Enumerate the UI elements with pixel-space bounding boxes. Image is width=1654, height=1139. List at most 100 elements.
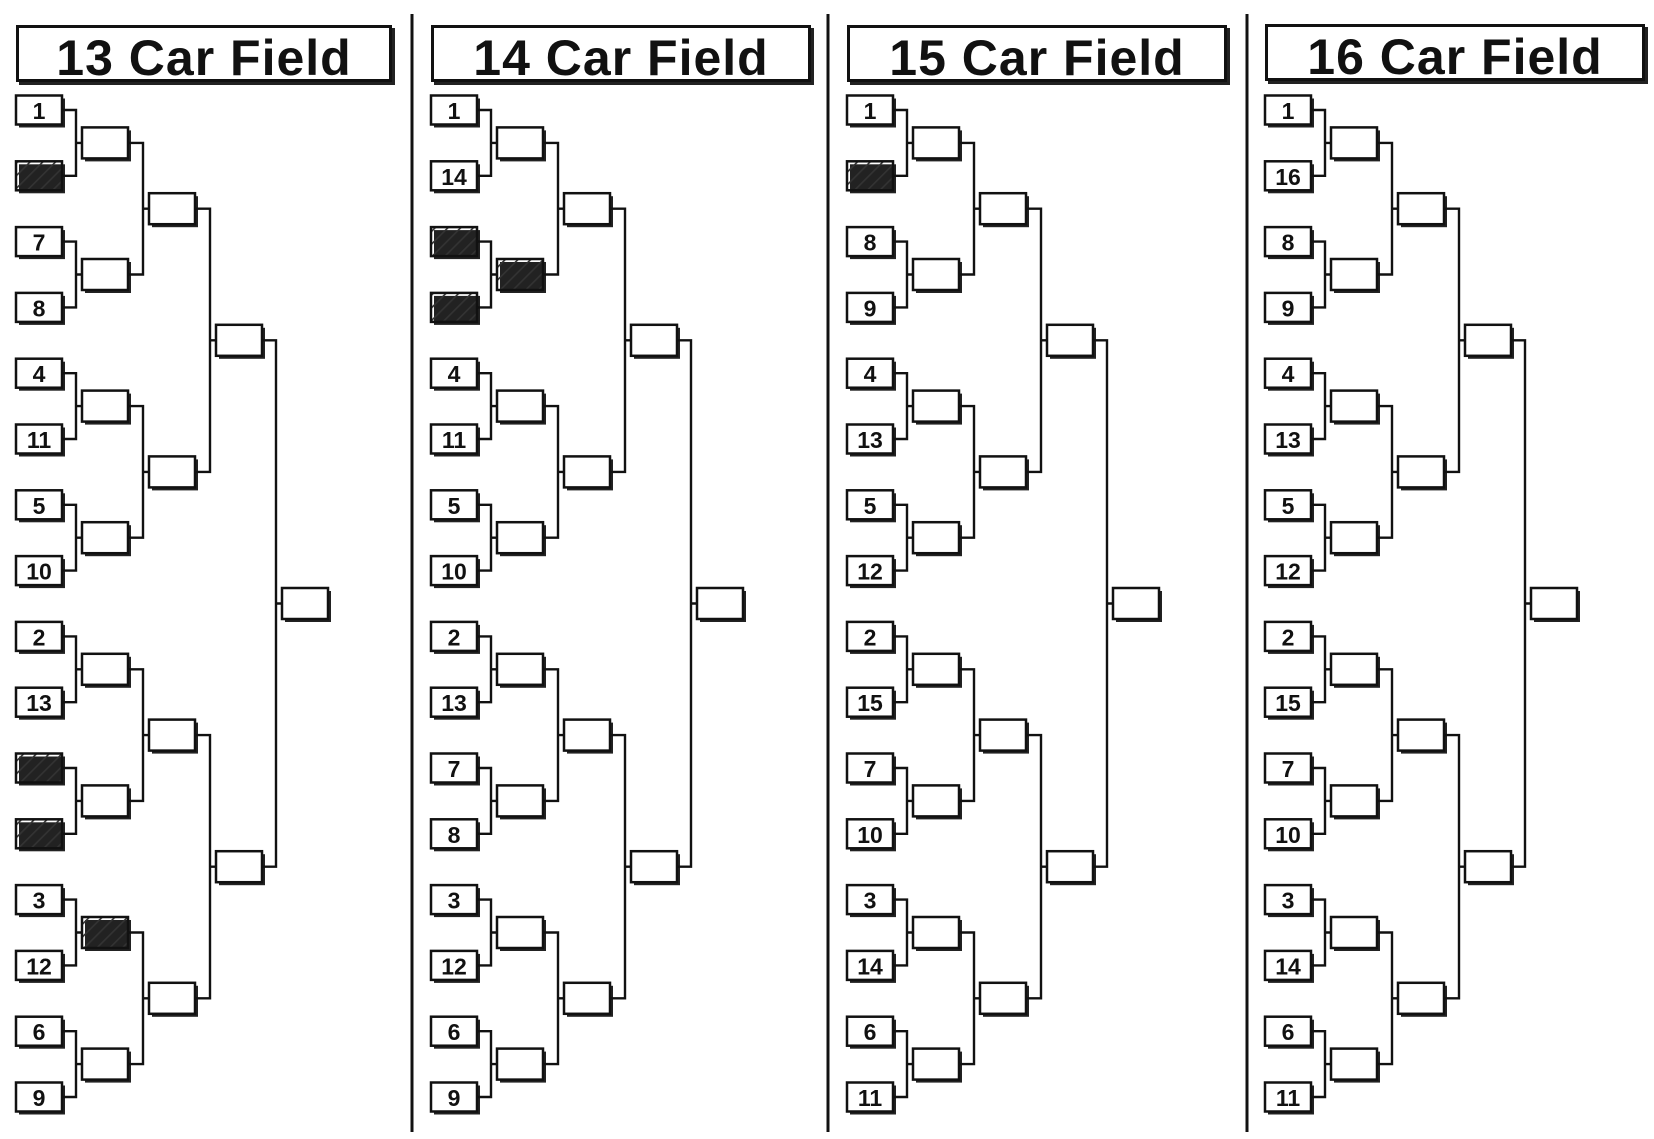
final-box bbox=[280, 586, 330, 621]
seed-number: 13 bbox=[1275, 427, 1301, 453]
seed-number: 14 bbox=[857, 953, 883, 979]
semifinal-connector bbox=[1026, 207, 1047, 474]
round1-box bbox=[911, 652, 961, 687]
seed-number: 10 bbox=[26, 559, 52, 585]
seed-number: 3 bbox=[448, 888, 461, 914]
round2-box bbox=[562, 981, 612, 1016]
seed-number: 4 bbox=[864, 361, 877, 387]
seed-number: 1 bbox=[448, 98, 461, 124]
seed-number: 10 bbox=[441, 559, 467, 585]
seed-number: 2 bbox=[448, 624, 461, 650]
round2-connector bbox=[543, 668, 564, 803]
round1-box bbox=[495, 915, 545, 950]
final-box bbox=[1529, 586, 1579, 621]
seed-number: 11 bbox=[442, 427, 467, 453]
round1-box bbox=[495, 389, 545, 423]
seed-number: 11 bbox=[1276, 1085, 1301, 1111]
round1-box bbox=[911, 389, 961, 423]
round2-connector bbox=[1377, 141, 1398, 276]
final-connector bbox=[262, 339, 282, 868]
round2-box bbox=[147, 981, 197, 1016]
seed-box bbox=[14, 225, 64, 258]
seed-box bbox=[429, 94, 479, 126]
seed-number: 9 bbox=[448, 1085, 461, 1111]
round1-box bbox=[495, 126, 545, 160]
seed-box bbox=[429, 752, 479, 784]
seed-box bbox=[429, 1081, 479, 1113]
semifinal-connector bbox=[1444, 207, 1465, 474]
round2-box bbox=[562, 455, 612, 489]
seed-box bbox=[14, 357, 64, 389]
bye-slot bbox=[80, 915, 130, 950]
seed-number: 1 bbox=[33, 98, 46, 124]
semifinal-connector bbox=[195, 733, 216, 1000]
seed-number: 3 bbox=[33, 888, 46, 914]
round2-box bbox=[978, 455, 1028, 489]
seed-number: 12 bbox=[441, 953, 467, 979]
seed-number: 14 bbox=[441, 164, 467, 190]
seed-number: 5 bbox=[448, 493, 461, 519]
final-connector bbox=[677, 339, 697, 868]
seed-box bbox=[1263, 489, 1313, 521]
seed-box bbox=[845, 818, 895, 850]
seed-number: 4 bbox=[33, 361, 46, 387]
seed-box bbox=[429, 1015, 479, 1047]
round2-box bbox=[147, 455, 197, 489]
semifinal-box bbox=[214, 849, 264, 884]
round1-box bbox=[911, 257, 961, 292]
round1-box bbox=[1329, 1047, 1379, 1081]
seed-box bbox=[429, 423, 479, 455]
semifinal-connector bbox=[195, 207, 216, 474]
seed-number: 8 bbox=[448, 822, 461, 848]
seed-box bbox=[14, 489, 64, 521]
seed-number: 5 bbox=[33, 493, 46, 519]
bye-slot bbox=[495, 257, 545, 292]
seed-number: 15 bbox=[1275, 690, 1301, 716]
seed-box bbox=[14, 883, 64, 916]
round2-box bbox=[1396, 455, 1446, 489]
seed-number: 2 bbox=[33, 624, 46, 650]
semifinal-connector bbox=[610, 733, 631, 1000]
seed-box bbox=[1263, 1081, 1313, 1113]
seed-number: 8 bbox=[864, 230, 877, 256]
seed-number: 1 bbox=[864, 98, 877, 124]
seed-number: 4 bbox=[448, 361, 461, 387]
semifinal-box bbox=[629, 323, 679, 358]
seed-number: 11 bbox=[27, 427, 52, 453]
seed-number: 12 bbox=[26, 953, 52, 979]
semifinal-box bbox=[1045, 849, 1095, 884]
seed-box bbox=[429, 883, 479, 916]
round2-connector bbox=[128, 668, 149, 803]
seed-number: 2 bbox=[1282, 624, 1295, 650]
final-box bbox=[1111, 586, 1161, 621]
seed-number: 15 bbox=[857, 690, 883, 716]
bye-slot bbox=[845, 160, 895, 192]
seed-number: 8 bbox=[33, 295, 46, 321]
seed-box bbox=[845, 94, 895, 126]
seed-number: 14 bbox=[1275, 953, 1301, 979]
seed-box bbox=[845, 423, 895, 455]
round1-box bbox=[911, 784, 961, 818]
round2-connector bbox=[959, 668, 980, 803]
seed-number: 8 bbox=[1282, 230, 1295, 256]
seed-number: 7 bbox=[33, 230, 46, 256]
bye-slot bbox=[429, 291, 479, 324]
seed-number: 9 bbox=[864, 295, 877, 321]
seed-box bbox=[1263, 818, 1313, 850]
seed-box bbox=[429, 489, 479, 521]
seed-number: 6 bbox=[448, 1019, 461, 1045]
round2-connector bbox=[959, 931, 980, 1066]
round1-box bbox=[1329, 784, 1379, 818]
seed-box bbox=[1263, 752, 1313, 784]
seed-box bbox=[1263, 949, 1313, 982]
seed-box bbox=[1263, 686, 1313, 718]
semifinal-connector bbox=[1026, 733, 1047, 1000]
seed-number: 7 bbox=[448, 756, 461, 782]
seed-number: 1 bbox=[1282, 98, 1295, 124]
seed-number: 4 bbox=[1282, 361, 1295, 387]
round2-connector bbox=[543, 141, 564, 276]
round1-box bbox=[80, 389, 130, 423]
seed-number: 10 bbox=[1275, 822, 1301, 848]
